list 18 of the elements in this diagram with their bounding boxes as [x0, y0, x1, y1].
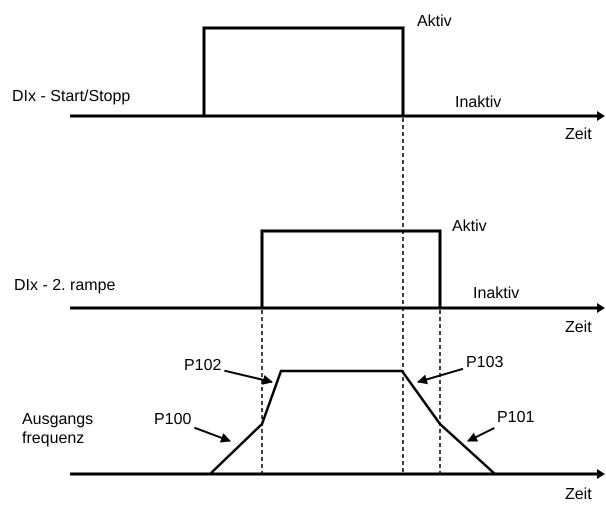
signal-label: DIx - Start/Stopp [12, 87, 130, 106]
leader-arrow [224, 370, 273, 385]
signal-label: Zeit [565, 485, 592, 504]
leader-arrow [194, 426, 231, 443]
signal-label: DIx - 2. rampe [14, 276, 116, 295]
parameter-label: P102 [184, 356, 222, 375]
parameter-label: P101 [497, 408, 534, 427]
leader-arrow [417, 368, 464, 384]
signal-label: Inaktiv [473, 284, 520, 303]
signal-label: Aktiv [452, 217, 487, 236]
signal-label: Aktiv [417, 12, 452, 31]
parameter-label: P100 [154, 410, 192, 429]
parameter-label: P103 [466, 353, 504, 372]
signal-label: Zeit [565, 318, 592, 337]
leader-arrow [467, 427, 495, 442]
signal-label: Inaktiv [455, 93, 502, 112]
signal-label: Zeit [565, 125, 592, 144]
signal-label: Ausgangs frequenz [22, 410, 94, 448]
